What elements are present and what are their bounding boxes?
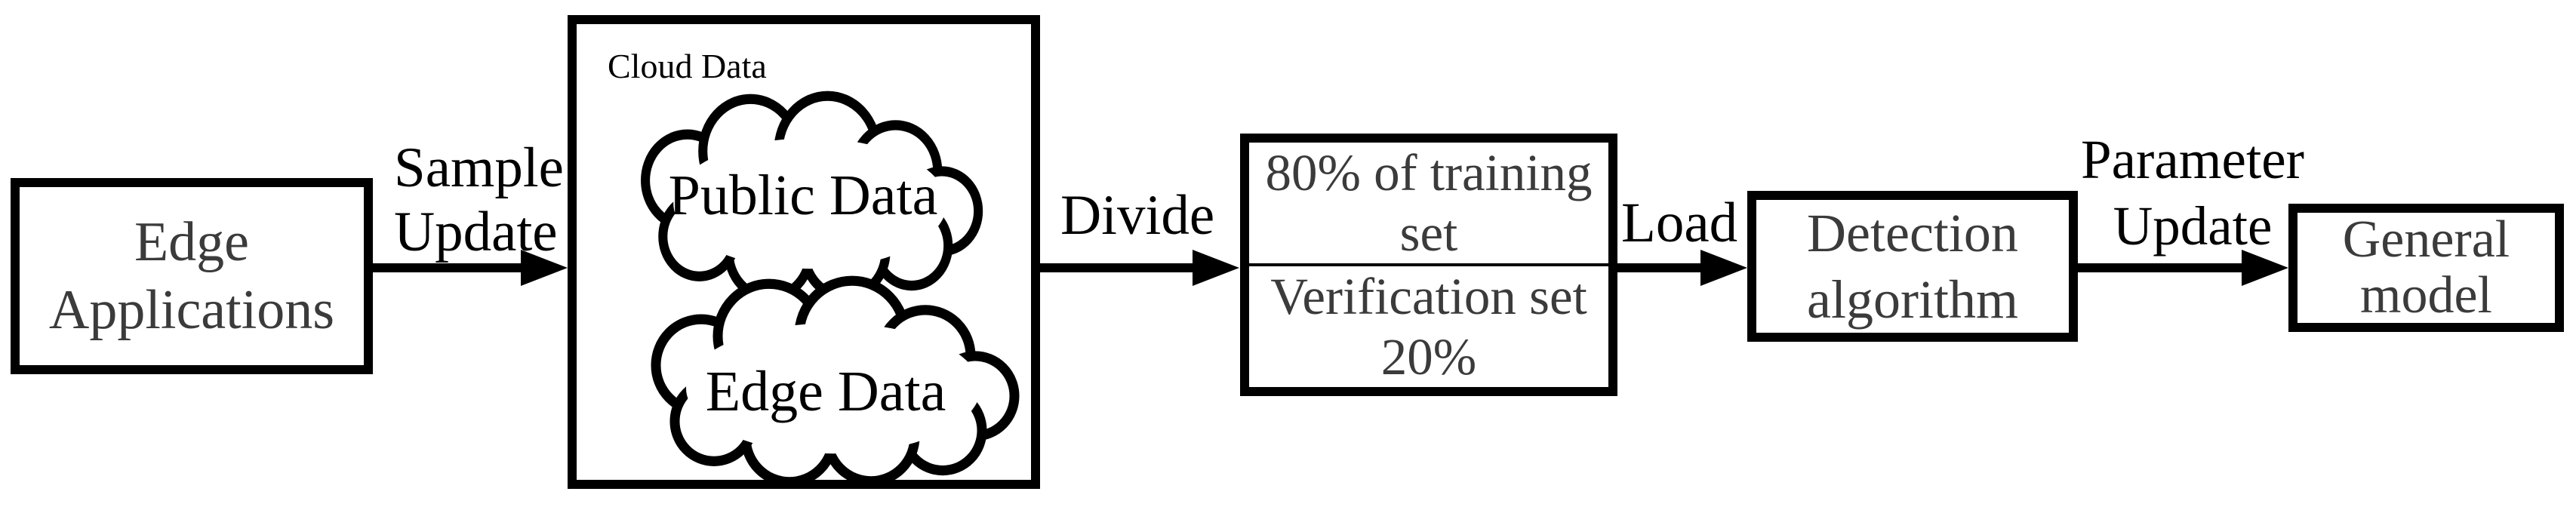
arrow-sample-update-shaft: [373, 263, 522, 272]
arrow-divide-arrowhead-icon: [1193, 250, 1239, 286]
arrow-sample-update-arrowhead-icon: [521, 250, 568, 286]
sample-update-line2: Update: [394, 201, 558, 263]
general-model-line2: model: [2360, 266, 2492, 324]
arrow-label-parameter-update: Parameter Update: [2068, 127, 2317, 260]
verification-set-line2: 20%: [1380, 328, 1477, 386]
dataset-split-box: 80% of training set Verification set 20%: [1240, 134, 1617, 396]
arrow-load-arrowhead-icon: [1700, 250, 1747, 286]
arrow-parameter-update-arrowhead-icon: [2242, 250, 2288, 286]
detection-algorithm-line1: Detection: [1807, 203, 2018, 263]
training-set-cell: 80% of training set: [1265, 143, 1592, 263]
general-model-line1: General: [2342, 210, 2510, 269]
edge-applications-label-line1: Edge: [134, 211, 250, 273]
public-data-label: Public Data: [668, 164, 938, 227]
parameter-update-line2: Update: [2113, 195, 2273, 257]
arrow-parameter-update-shaft: [2078, 263, 2243, 272]
training-set-line2: set: [1399, 204, 1458, 262]
edge-data-cloud: Edge Data: [614, 273, 1037, 488]
cloud-shape-icon: [641, 91, 983, 303]
split-divider-line: [1249, 263, 1608, 266]
public-data-cloud: Public Data: [607, 88, 999, 303]
general-model-box: General model: [2288, 204, 2564, 332]
edge-applications-box: Edge Applications: [11, 178, 373, 374]
arrow-label-sample-update: Sample Update: [394, 136, 564, 264]
training-set-line1: 80% of training: [1265, 144, 1593, 201]
cloud-data-title: Cloud Data: [608, 47, 767, 85]
sample-update-line1: Sample: [394, 137, 564, 199]
arrow-label-divide: Divide: [1060, 184, 1215, 247]
verification-set-cell: Verification set 20%: [1270, 266, 1587, 387]
parameter-update-line1: Parameter: [2081, 129, 2304, 190]
cloud-data-box: Cloud Data Public Data: [568, 15, 1040, 489]
edge-applications-label-line2: Applications: [48, 279, 335, 341]
verification-set-line1: Verification set: [1270, 268, 1587, 325]
arrow-divide-shaft: [1040, 263, 1194, 272]
arrow-label-load: Load: [1621, 192, 1738, 254]
cloud-shape-icon: [651, 275, 1020, 487]
detection-algorithm-box: Detection algorithm: [1747, 191, 2078, 342]
detection-algorithm-line2: algorithm: [1807, 269, 2018, 330]
arrow-load-shaft: [1617, 263, 1702, 272]
edge-data-label: Edge Data: [705, 360, 946, 423]
